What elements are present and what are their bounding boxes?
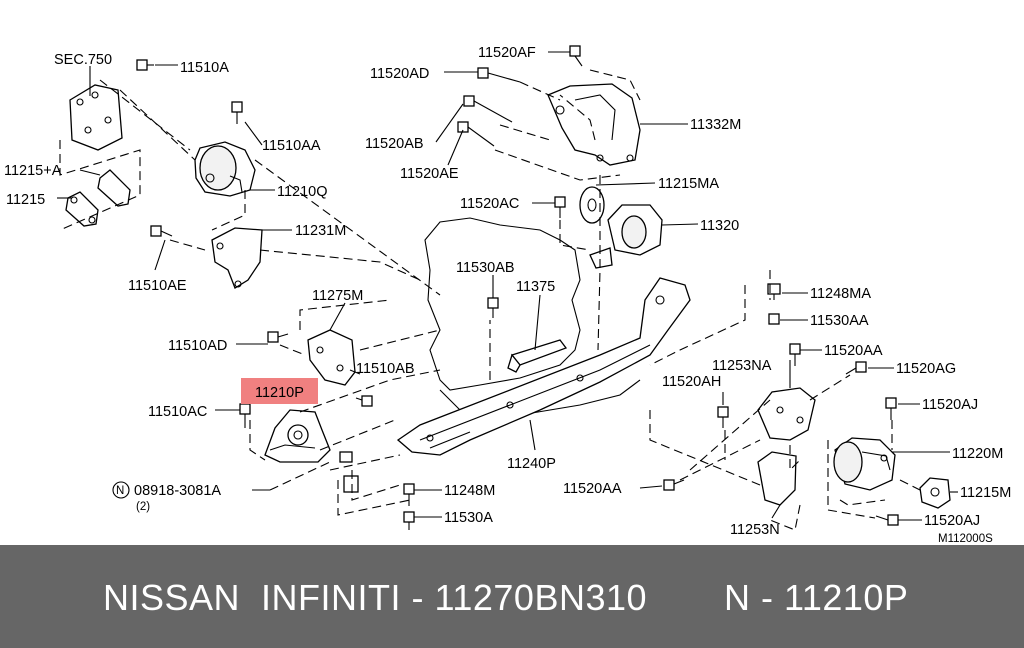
label-11215a[interactable]: 11215+A [4,163,62,179]
nut-icon [339,451,359,493]
bolt-icon [239,403,251,428]
highlight-box [241,378,318,404]
label-11520ah[interactable]: 11520AH [662,374,721,390]
label-11510a[interactable]: 11510A [180,60,229,76]
parts-diagram: SEC.750 11510A 11510AA 11215+A 11210Q 11… [4,45,1012,545]
label-11510aa[interactable]: 11510AA [262,138,321,154]
label-11275m[interactable]: 11275M [312,288,363,304]
label-11520aj-bot[interactable]: 11520AJ [924,513,980,529]
bracket-11231m-part [211,227,263,289]
label-11320[interactable]: 11320 [700,218,739,234]
label-11520aa-top[interactable]: 11520AA [824,343,883,359]
dashed-lines [59,69,921,531]
label-11520ag[interactable]: 11520AG [896,361,956,377]
label-08918-prefix: N [116,485,124,497]
label-11520aa-bot[interactable]: 11520AA [563,481,622,497]
bolt-icon [136,59,154,71]
label-08918[interactable]: 08918-3081A [134,483,221,499]
label-11332m[interactable]: 11332M [690,117,741,133]
drawing-id: M112000S [938,533,993,545]
bolts-group [136,45,899,530]
label-11530a[interactable]: 11530A [444,510,493,526]
stopper-11215m-part [919,477,951,509]
label-11210p[interactable]: 11210P [255,385,304,401]
footer-bar: NISSAN INFINITI - 11270BN310 N - 11210P [0,545,1024,648]
bolt-icon [231,101,243,124]
label-11530ab[interactable]: 11530AB [456,260,515,276]
label-sec750[interactable]: SEC.750 [54,52,112,68]
label-11510ab[interactable]: 11510AB [356,361,415,377]
bolt-icon [768,313,780,325]
engine-mount-11210p-part [264,409,331,463]
bracket-11253n-part [757,451,797,506]
label-11520ab[interactable]: 11520AB [365,136,424,152]
bolt-icon [767,283,781,300]
label-11520ae[interactable]: 11520AE [400,166,459,182]
footer-brand-part-number: NISSAN INFINITI - 11270BN310 [103,577,648,618]
bolt-icon [487,297,499,318]
bolt-icon [789,343,801,366]
engine-outline [424,217,641,416]
bracket-11275m-part [307,329,356,386]
bolt-icon [403,511,415,530]
bolt-icon [663,479,685,491]
washer-11215ma-part [579,186,605,224]
label-11248m[interactable]: 11248M [444,483,495,499]
label-11253n[interactable]: 11253N [730,522,780,538]
label-11510ae[interactable]: 11510AE [128,278,187,294]
link-11215-part [65,169,131,227]
bracket-11375-part [507,339,568,373]
label-11510ad[interactable]: 11510AD [168,338,227,354]
bolt-icon [403,483,415,506]
bolt-icon [885,397,897,420]
label-11220m[interactable]: 11220M [952,446,1003,462]
label-11215m[interactable]: 11215M [960,485,1011,501]
label-11510ac[interactable]: 11510AC [148,404,207,420]
label-08918-qty: (2) [136,501,150,513]
footer-diagram-callout: N - 11210P [724,577,909,618]
label-11248ma[interactable]: 11248MA [810,286,871,302]
label-11240p[interactable]: 11240P [507,456,556,472]
bolt-icon [845,361,867,375]
diagram-canvas: SEC.750 11510A 11510AA 11215+A 11210Q 11… [4,45,1011,545]
n-symbol-icon [112,481,130,499]
engine-mount-11220m-part [833,437,896,491]
crossmember-part [396,277,691,456]
bracket-11253na-part [757,387,816,441]
label-11375[interactable]: 11375 [516,279,555,295]
bolt-icon [554,196,566,218]
bolt-icon [267,331,289,343]
label-11231m[interactable]: 11231M [295,223,346,239]
label-11520ac[interactable]: 11520AC [460,196,519,212]
label-11210q[interactable]: 11210Q [277,184,328,200]
bolt-icon [355,395,373,407]
label-11215[interactable]: 11215 [6,192,45,208]
bolt-icon [457,121,495,147]
label-11520ad[interactable]: 11520AD [370,66,429,82]
label-11253na[interactable]: 11253NA [712,358,772,374]
bolt-icon [569,45,583,67]
bolt-icon [717,406,729,428]
engine-mount-11320-part [589,204,663,269]
bolt-icon [463,95,513,123]
callout-labels: SEC.750 11510A 11510AA 11215+A 11210Q 11… [4,45,1011,545]
label-11215ma[interactable]: 11215MA [658,176,719,192]
bolt-icon [150,225,173,237]
bolt-icon [875,514,899,526]
bracket-sec750-part [69,84,123,151]
label-11530aa[interactable]: 11530AA [810,313,869,329]
leader-lines [57,51,958,521]
engine-mount-11210q-part [194,141,256,197]
label-11520aj-top[interactable]: 11520AJ [922,397,978,413]
label-11520af[interactable]: 11520AF [478,45,536,61]
bolt-icon [477,67,521,83]
